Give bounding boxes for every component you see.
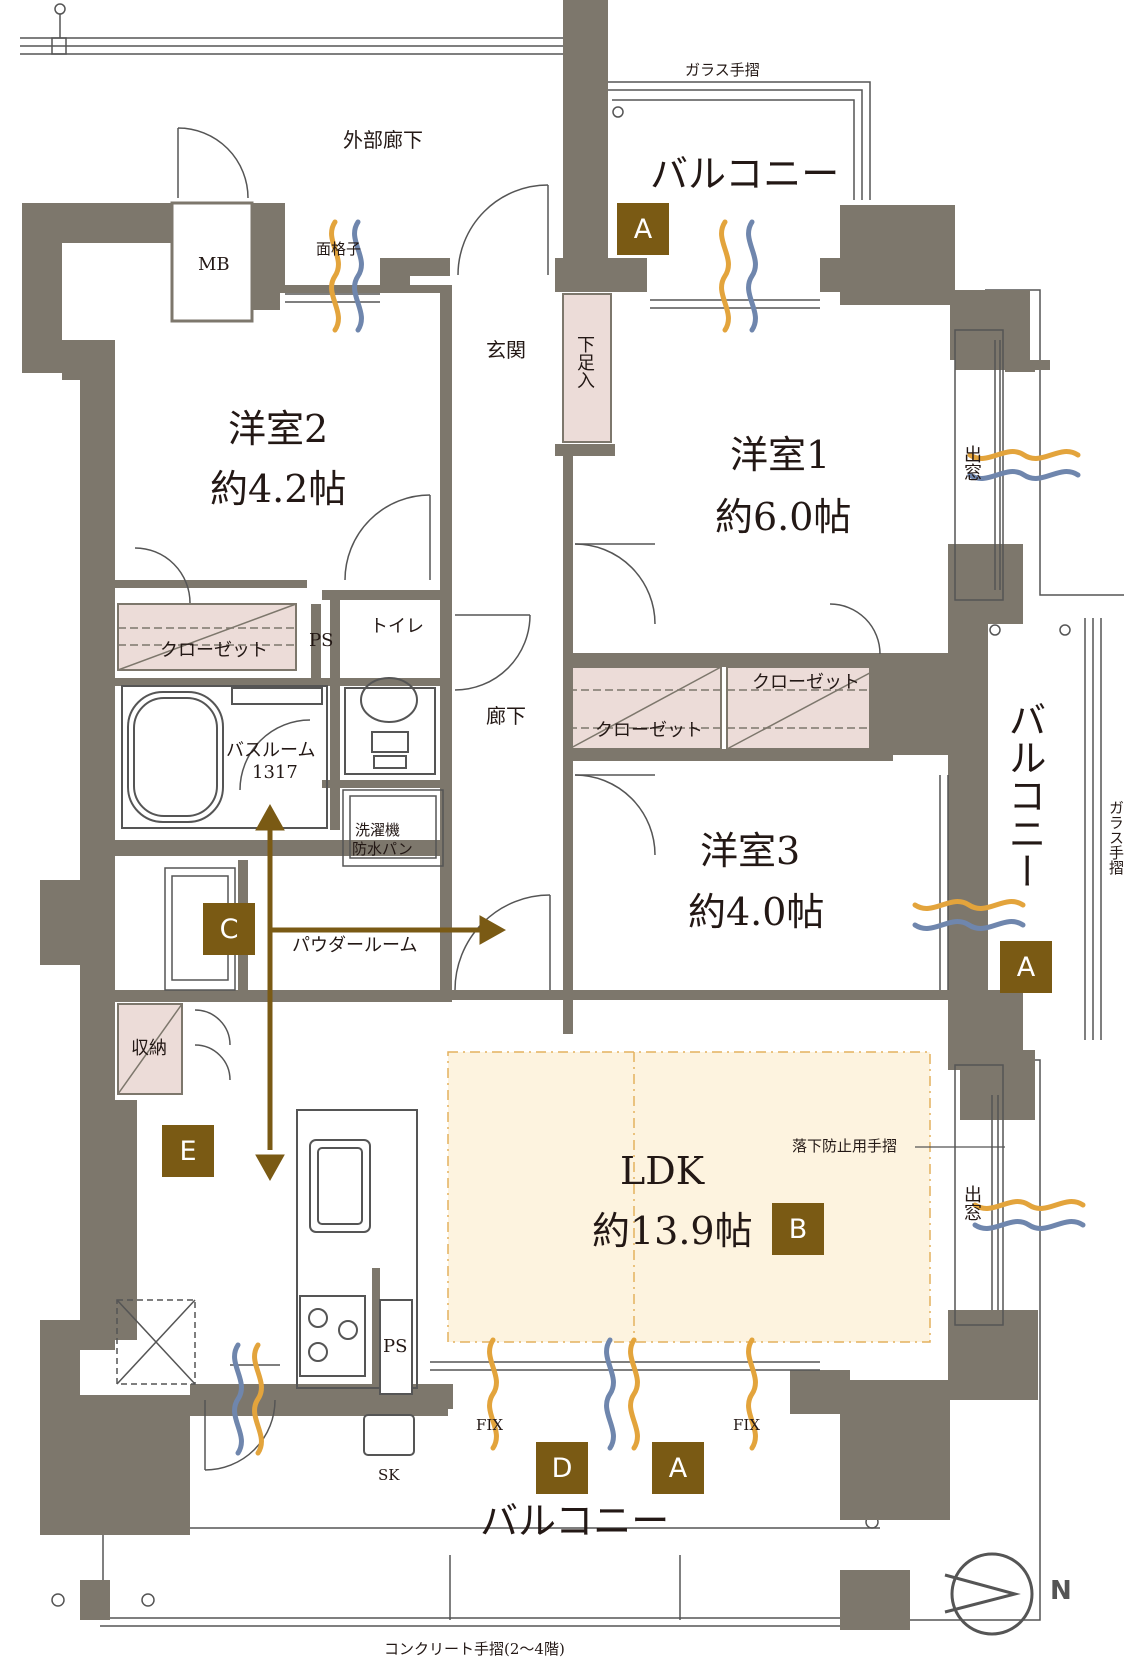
fall-rail-label: 落下防止用手摺 [792, 1137, 898, 1155]
sk-label: SK [378, 1466, 400, 1484]
bay-window-lower [954, 1064, 1004, 1326]
north-label: N [1050, 1576, 1072, 1606]
badge-e: E [162, 1125, 214, 1177]
bathroom-label: バスルーム [226, 740, 316, 761]
badge-a-bottom: A [652, 1442, 704, 1494]
storage-x [116, 1299, 196, 1385]
ps-upper-label: PS [309, 630, 334, 651]
balcony-top-label: バルコニー [650, 152, 840, 196]
concrete-rail-label: コンクリート手摺(2～4階) [384, 1640, 565, 1658]
waterproof-pan-label: 防水パン [352, 840, 413, 858]
badge-b: B [772, 1203, 824, 1255]
balcony-right-label: バルコニー [1002, 700, 1046, 890]
ldk-highlight [447, 1051, 931, 1343]
closet-a-label: クローゼット [595, 720, 703, 741]
room3-size: 約4.0帖 [688, 890, 825, 934]
room2-size: 約4.2帖 [210, 467, 347, 511]
doors [134, 127, 881, 1471]
toilet-label: トイレ [370, 616, 424, 637]
balcony-bottom-rail [51, 1515, 880, 1627]
ps-lower-label: PS [383, 1336, 408, 1357]
badge-a-top: A [617, 203, 669, 255]
sk-sink [363, 1414, 415, 1456]
washer-pan [342, 789, 444, 867]
room1-name: 洋室1 [730, 433, 831, 477]
bathtub [121, 685, 328, 829]
ldk-name: LDK [620, 1149, 705, 1193]
outer-corridor-label: 外部廊下 [343, 128, 423, 152]
fix-right-label: FIX [733, 1416, 761, 1434]
badge-c: C [203, 903, 255, 955]
fix-left-label: FIX [476, 1416, 504, 1434]
bathroom-size-label: 1317 [252, 762, 298, 783]
washer-label: 洗濯機 [355, 821, 401, 839]
powder-room-label: パウダールーム [292, 935, 418, 956]
closet-b-label: クローゼット [752, 672, 860, 693]
grille-label: 面格子 [316, 240, 362, 258]
storage-label: 収納 [131, 1038, 167, 1059]
hallway-label: 廊下 [486, 704, 526, 728]
mb-label: MB [198, 254, 230, 275]
shoe-storage-label: 下足入 [574, 335, 595, 389]
circulation-arrows [255, 803, 507, 1182]
entrance-label: 玄関 [486, 338, 526, 362]
north-arrow-icon [944, 1552, 1034, 1636]
mb-box [170, 201, 254, 323]
bay-window-upper [954, 329, 1004, 601]
glass-rail-top-label: ガラス手摺 [685, 61, 760, 79]
room3-name: 洋室3 [700, 829, 801, 873]
ldk-size: 約13.9帖 [592, 1209, 753, 1253]
outer-corridor-rail [20, 0, 586, 60]
glass-rail-top [605, 81, 871, 200]
bay-window-lower-label: 出窓 [961, 1185, 982, 1221]
balcony-bottom-label: バルコニー [480, 1499, 670, 1543]
bay-window-upper-label: 出窓 [961, 445, 982, 481]
kitchen-counter [296, 1109, 418, 1389]
room1-size: 約6.0帖 [715, 495, 852, 539]
closet-room2-label: クローゼット [160, 640, 268, 661]
badge-a-right: A [1000, 941, 1052, 993]
toilet [344, 677, 436, 775]
badge-d: D [536, 1442, 588, 1494]
glass-rail-right-label: ガラス手摺 [1107, 800, 1124, 875]
room2-name: 洋室2 [228, 407, 329, 451]
